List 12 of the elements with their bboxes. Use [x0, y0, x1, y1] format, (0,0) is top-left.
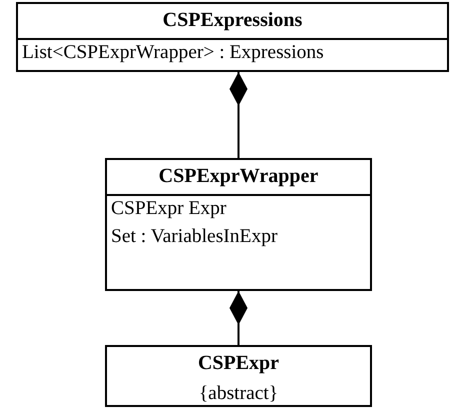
class-attribute: {abstract}: [198, 382, 280, 406]
class-box: [105, 158, 372, 291]
class-attribute: List<CSPExprWrapper> : Expressions: [21, 41, 325, 65]
class-attribute: CSPExpr Expr: [110, 197, 228, 221]
class-box: [105, 345, 372, 407]
class-box: [16, 2, 449, 72]
class-name: CSPExpr: [196, 351, 280, 376]
class-name: CSPExprWrapper: [107, 160, 370, 196]
class-attribute: Set : VariablesInExpr: [110, 225, 278, 249]
composition-connector: [230, 72, 248, 158]
composition-connector: [230, 291, 248, 345]
class-name: CSPExpressions: [18, 4, 447, 40]
